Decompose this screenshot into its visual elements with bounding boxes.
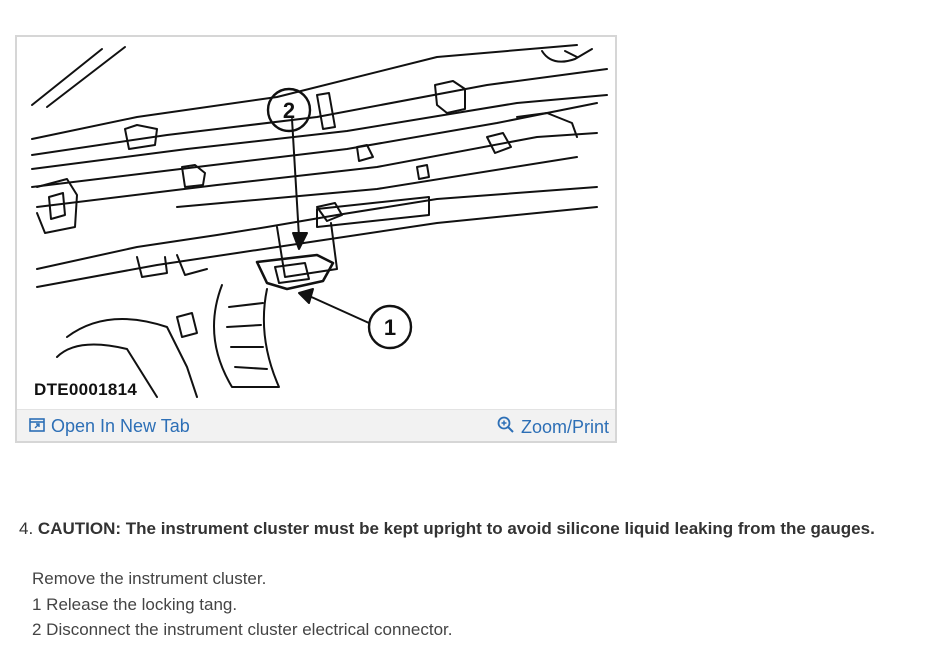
open-in-new-tab-label: Open In New Tab	[51, 416, 190, 436]
zoom-icon	[497, 416, 515, 439]
open-in-new-tab-link[interactable]: Open In New Tab	[29, 416, 190, 437]
zoom-print-label: Zoom/Print	[520, 417, 609, 437]
substep-2: 2 Disconnect the instrument cluster elec…	[32, 620, 453, 639]
step-number: 4.	[19, 519, 34, 538]
step-4: 4. CAUTION: The instrument cluster must …	[19, 519, 875, 539]
caution-text: CAUTION: The instrument cluster must be …	[37, 519, 875, 538]
figure-code: DTE0001814	[34, 380, 138, 399]
substep-intro: Remove the instrument cluster.	[32, 569, 267, 588]
substep-1: 1 Release the locking tang.	[32, 594, 238, 614]
substeps-list: Remove the instrument cluster. 1 Release…	[32, 569, 452, 646]
callout-2: 2	[283, 98, 295, 123]
diagram-image: 2 1 DTE0001814	[17, 37, 615, 409]
callout-1: 1	[384, 315, 396, 340]
instrument-panel-drawing: 2 1	[31, 44, 608, 398]
figure-footer: Open In New Tab Zoom/Print	[17, 409, 615, 441]
open-new-tab-icon	[29, 416, 45, 437]
figure-card: 2 1 DTE0001814 Open In New Tab Zoom/Prin…	[15, 35, 617, 443]
zoom-print-link[interactable]: Zoom/Print	[497, 416, 609, 439]
